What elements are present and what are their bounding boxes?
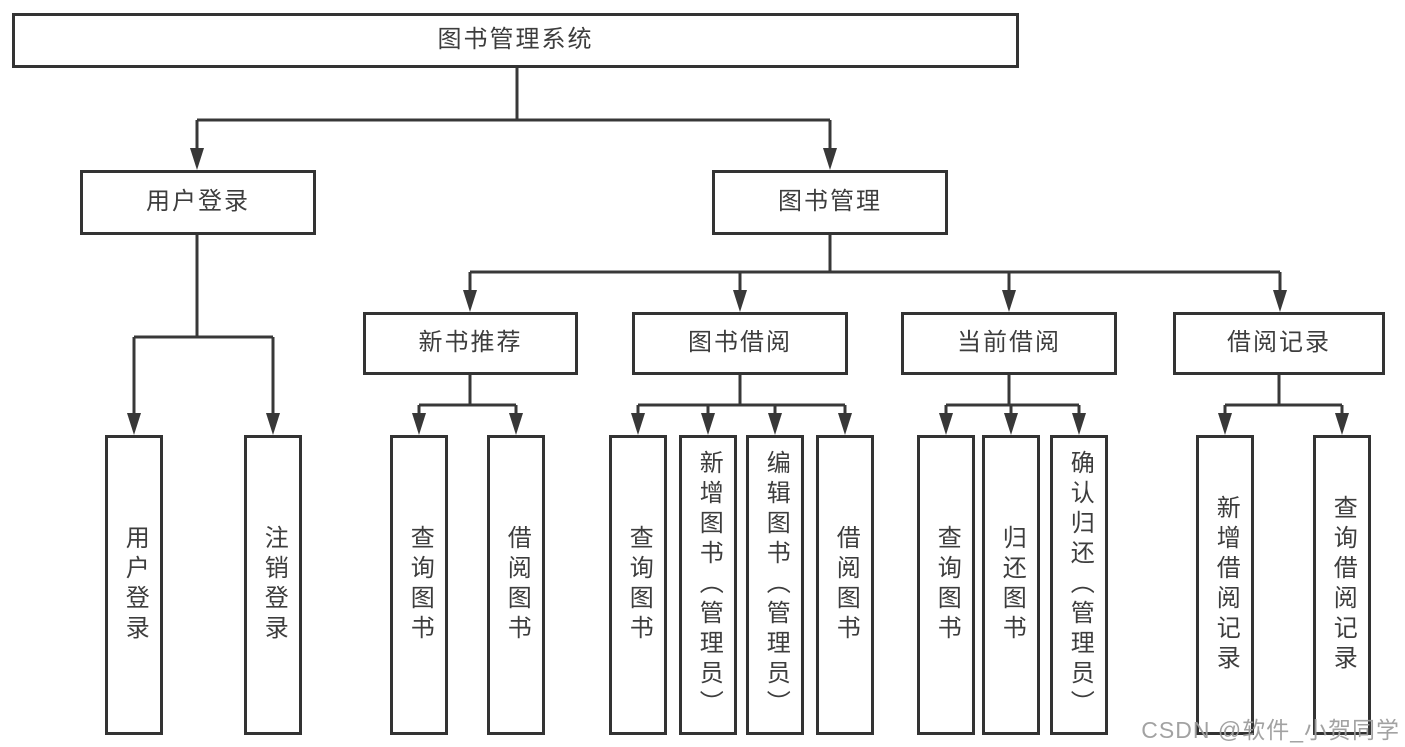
arrow-down-icon <box>939 413 953 435</box>
arrow-down-icon <box>631 413 645 435</box>
arrow-down-icon <box>768 413 782 435</box>
edge-login-to-leaves <box>132 235 275 415</box>
leaf-borrow-books-recommend: 借阅图书 <box>487 435 545 735</box>
arrow-down-icon <box>1002 290 1016 312</box>
node-current-borrowing: 当前借阅 <box>901 312 1117 375</box>
leaf-confirm-return-admin: 确认归还（管理员） <box>1050 435 1108 735</box>
leaf-add-borrow-record: 新增借阅记录 <box>1196 435 1254 735</box>
leaf-logout: 注销登录 <box>244 435 302 735</box>
arrow-down-icon <box>412 413 426 435</box>
leaf-add-books-admin: 新增图书（管理员） <box>679 435 737 735</box>
edge-recommend-to-leaves <box>417 375 518 415</box>
node-library-system-root: 图书管理系统 <box>12 13 1019 68</box>
arrow-down-icon <box>823 148 837 170</box>
leaf-query-books-current: 查询图书 <box>917 435 975 735</box>
node-book-management: 图书管理 <box>712 170 948 235</box>
csdn-watermark: CSDN @软件_小贺同学 <box>1141 717 1400 743</box>
leaf-edit-books-admin: 编辑图书（管理员） <box>746 435 804 735</box>
arrow-down-icon <box>190 148 204 170</box>
arrowheads <box>127 148 1349 435</box>
node-borrowing-records: 借阅记录 <box>1173 312 1385 375</box>
arrow-down-icon <box>127 413 141 435</box>
arrow-down-icon <box>1335 413 1349 435</box>
edge-borrow-to-leaves <box>636 375 847 415</box>
node-book-borrowing: 图书借阅 <box>632 312 848 375</box>
arrow-down-icon <box>463 290 477 312</box>
arrow-down-icon <box>1072 413 1086 435</box>
leaf-query-borrow-record: 查询借阅记录 <box>1313 435 1371 735</box>
arrow-down-icon <box>1004 413 1018 435</box>
arrow-down-icon <box>1218 413 1232 435</box>
arrow-down-icon <box>733 290 747 312</box>
leaf-query-books-borrow: 查询图书 <box>609 435 667 735</box>
edge-mgmt-to-level3 <box>468 235 1282 292</box>
node-new-book-recommend: 新书推荐 <box>363 312 578 375</box>
arrow-down-icon <box>1273 290 1287 312</box>
leaf-user-login: 用户登录 <box>105 435 163 735</box>
edge-root-to-level2 <box>195 68 832 150</box>
arrow-down-icon <box>509 413 523 435</box>
node-user-login: 用户登录 <box>80 170 316 235</box>
arrow-down-icon <box>838 413 852 435</box>
leaf-query-books-recommend: 查询图书 <box>390 435 448 735</box>
leaf-borrow-books: 借阅图书 <box>816 435 874 735</box>
arrow-down-icon <box>701 413 715 435</box>
edge-records-to-leaves <box>1223 375 1344 415</box>
leaf-return-books: 归还图书 <box>982 435 1040 735</box>
arrow-down-icon <box>266 413 280 435</box>
edge-current-to-leaves <box>944 375 1081 415</box>
